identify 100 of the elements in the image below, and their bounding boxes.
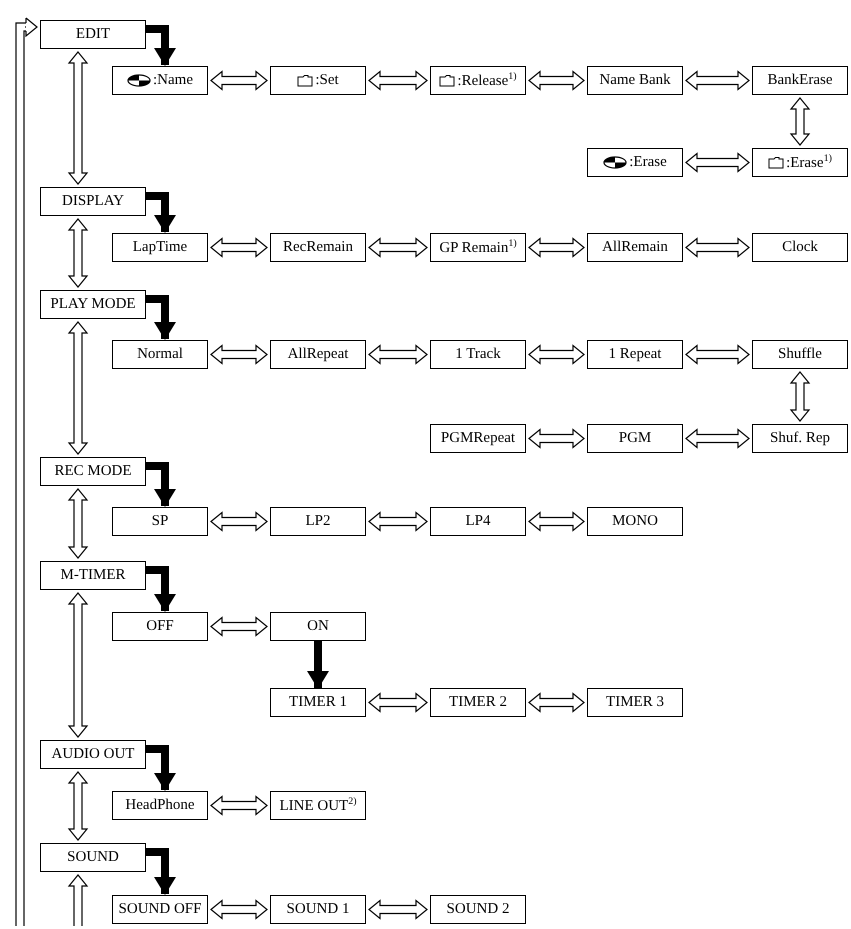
option-box — [112, 233, 208, 262]
option-label: PGM — [618, 430, 652, 447]
option-box — [430, 340, 526, 369]
menu-box — [40, 561, 146, 590]
option-label: SOUND OFF — [118, 901, 202, 918]
menu-label: PLAY MODE — [50, 296, 136, 313]
option-box — [430, 688, 526, 717]
double-arrow — [210, 237, 268, 258]
double-arrow — [528, 237, 585, 258]
menu-label: AUDIO OUT — [52, 746, 134, 763]
menu-box — [40, 20, 146, 49]
option-box — [430, 424, 526, 453]
option-box — [587, 424, 683, 453]
option-label: :Name — [153, 72, 193, 89]
arrow — [146, 295, 176, 340]
option-box — [430, 507, 526, 536]
option-box — [270, 612, 366, 641]
option-box — [270, 66, 366, 95]
double-arrow — [68, 771, 88, 841]
option-label: Clock — [782, 239, 818, 256]
double-arrow — [68, 592, 88, 738]
arrow — [146, 192, 176, 233]
option-label: TIMER 3 — [606, 694, 664, 711]
option-label: TIMER 2 — [449, 694, 507, 711]
double-arrow — [68, 874, 88, 927]
double-arrow — [790, 371, 810, 422]
option-label: LapTime — [132, 239, 188, 256]
double-arrow — [68, 488, 88, 559]
menu-box — [40, 290, 146, 319]
option-label: LP2 — [305, 513, 330, 530]
option-label: SOUND 1 — [286, 901, 350, 918]
option-box — [270, 507, 366, 536]
double-arrow — [685, 152, 750, 173]
option-box — [587, 688, 683, 717]
option-box — [587, 507, 683, 536]
double-arrow — [685, 344, 750, 365]
double-arrow — [528, 692, 585, 713]
double-arrow — [210, 795, 268, 816]
menu-box — [40, 740, 146, 769]
option-box — [112, 895, 208, 924]
double-arrow — [210, 511, 268, 532]
arrow — [307, 641, 329, 689]
double-arrow — [528, 511, 585, 532]
option-box — [270, 340, 366, 369]
option-label: RecRemain — [283, 239, 353, 256]
menu-box — [40, 457, 146, 486]
option-label: 1 Track — [455, 346, 501, 363]
option-label: :Release$^{1)}$ — [457, 71, 517, 90]
option-box — [112, 791, 208, 820]
double-arrow — [368, 899, 428, 920]
option-label: 1 Repeat — [608, 346, 662, 363]
double-arrow — [68, 51, 88, 185]
option-label: GP Remain$^{1)}$ — [439, 238, 517, 257]
option-label: Shuf. Rep — [770, 430, 830, 447]
option-label: SP — [152, 513, 168, 530]
option-label: :Set — [315, 72, 339, 89]
arrow — [146, 566, 176, 612]
option-label: MONO — [612, 513, 658, 530]
option-box — [752, 148, 848, 177]
menu-label: EDIT — [76, 26, 110, 43]
option-label: PGMRepeat — [440, 430, 516, 447]
option-box — [430, 66, 526, 95]
option-label: LP4 — [465, 513, 490, 530]
double-arrow — [210, 70, 268, 91]
double-arrow — [368, 70, 428, 91]
double-arrow — [368, 511, 428, 532]
menu-label: DISPLAY — [62, 193, 124, 210]
option-box — [587, 340, 683, 369]
double-arrow — [368, 344, 428, 365]
double-arrow — [528, 344, 585, 365]
option-label: LINE OUT$^{2)}$ — [279, 796, 357, 815]
double-arrow — [528, 428, 585, 449]
arrow — [146, 745, 176, 791]
option-box — [112, 612, 208, 641]
double-arrow — [68, 218, 88, 288]
option-label: :Erase — [629, 154, 667, 171]
double-arrow — [685, 428, 750, 449]
option-box — [752, 340, 848, 369]
menu-box — [40, 843, 146, 872]
option-label: AllRemain — [602, 239, 668, 256]
option-box — [430, 233, 526, 262]
option-label: SOUND 2 — [446, 901, 510, 918]
double-arrow — [790, 97, 810, 146]
option-label: ON — [307, 618, 329, 635]
arrow — [146, 462, 176, 507]
double-arrow — [685, 237, 750, 258]
option-box — [587, 148, 683, 177]
double-arrow — [528, 70, 585, 91]
option-box — [752, 233, 848, 262]
menu-box — [40, 187, 146, 216]
option-label: Name Bank — [599, 72, 671, 89]
option-box — [752, 66, 848, 95]
option-box — [270, 895, 366, 924]
option-label: BankErase — [768, 72, 832, 89]
menu-label: M-TIMER — [60, 567, 126, 584]
double-arrow — [368, 237, 428, 258]
menu-label: SOUND — [67, 849, 119, 866]
option-box — [270, 791, 366, 820]
option-label: HeadPhone — [125, 797, 195, 814]
option-box — [112, 340, 208, 369]
